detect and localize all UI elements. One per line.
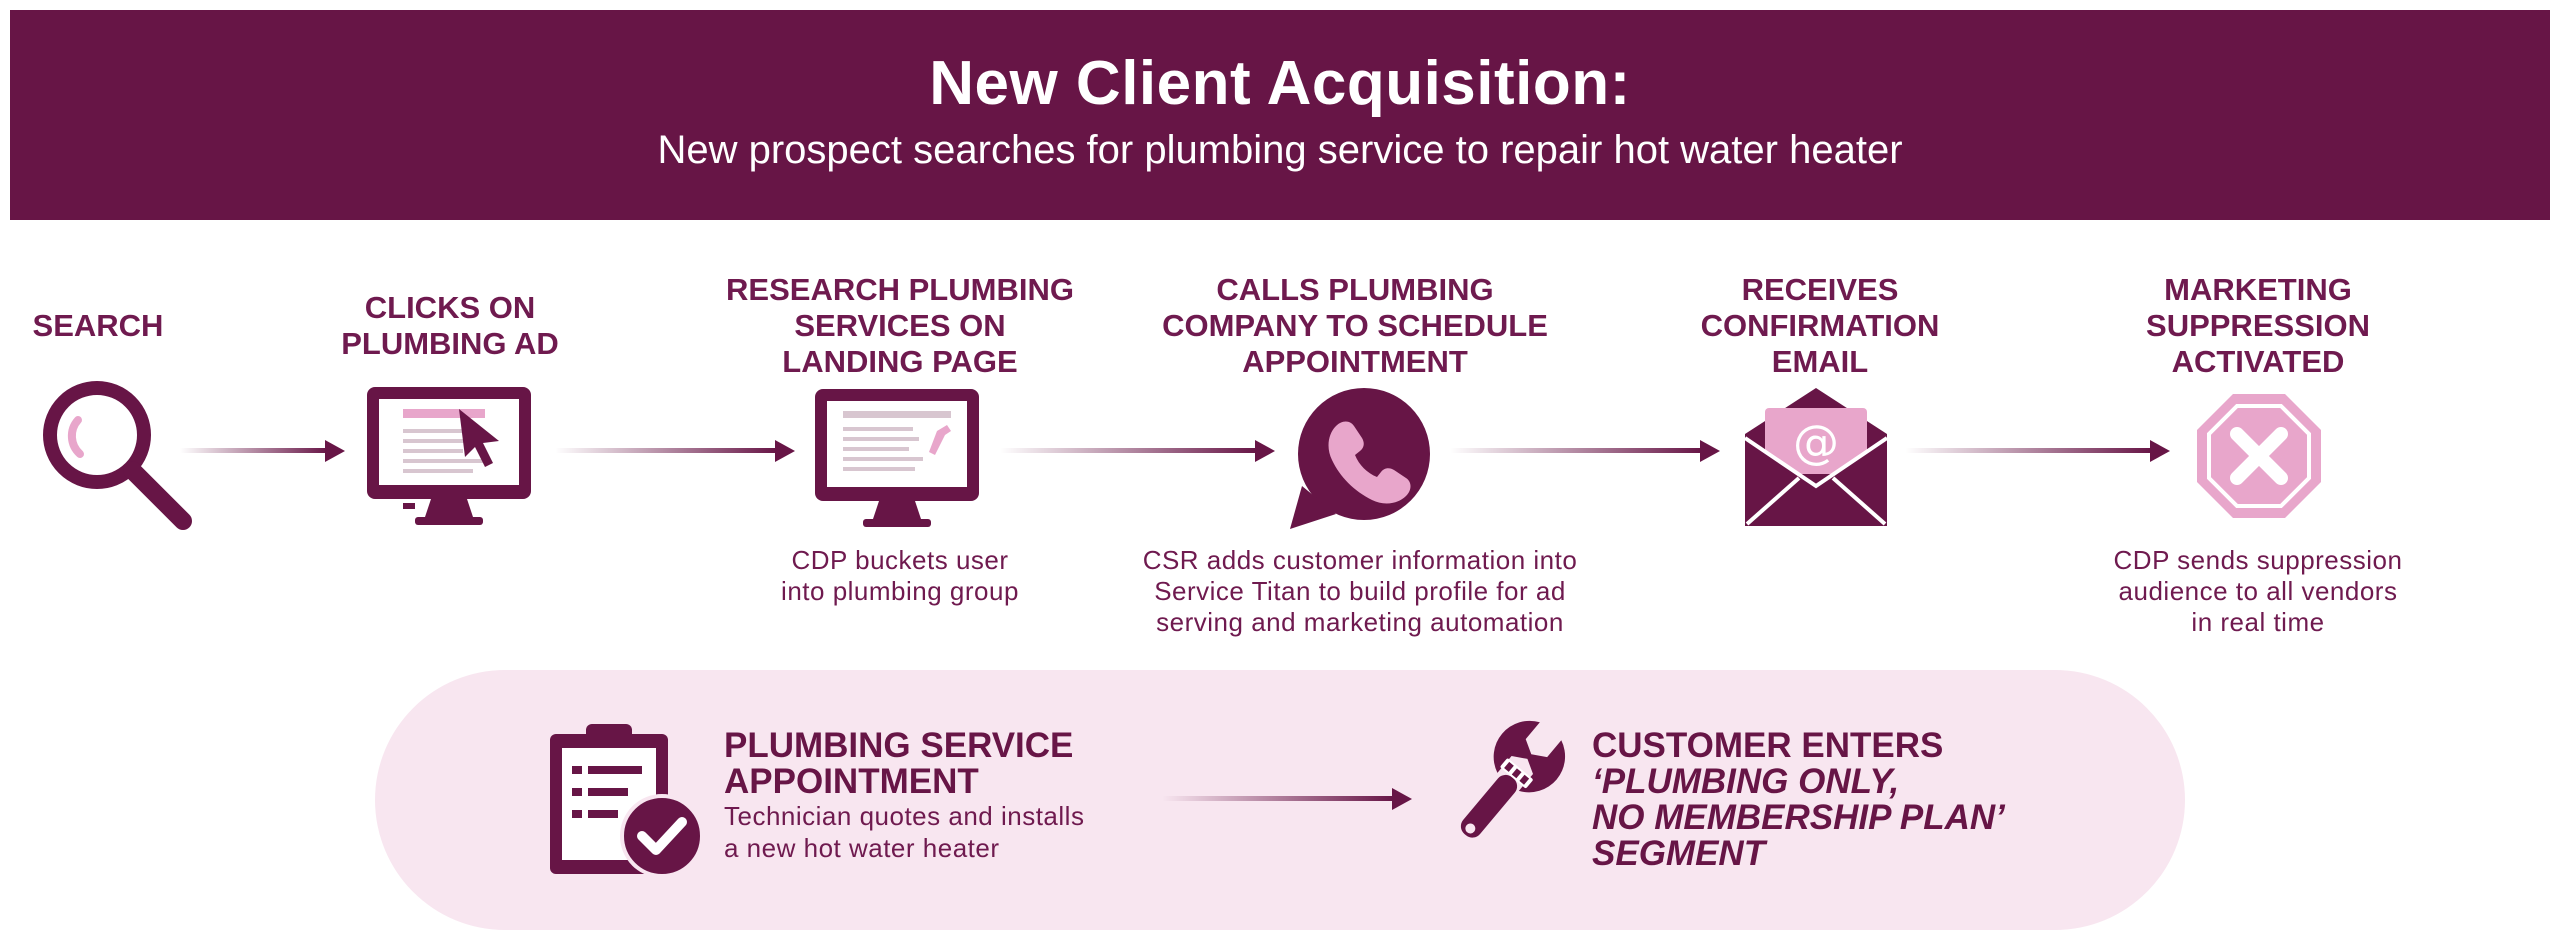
wrench-icon bbox=[1460, 720, 1566, 838]
appointment-description: Technician quotes and installs a new hot… bbox=[724, 801, 1085, 863]
monitor-ad-cursor-icon bbox=[367, 387, 531, 525]
arrow-email-to-suppression bbox=[1905, 440, 2170, 462]
envelope-at-icon: @ bbox=[1743, 388, 1889, 526]
arrow-search-to-ad bbox=[180, 440, 345, 462]
arrow-ad-to-research bbox=[555, 440, 795, 462]
appointment-title: PLUMBING SERVICE APPOINTMENT bbox=[724, 726, 1074, 801]
step-calls-title: CALLS PLUMBING COMPANY TO SCHEDULE APPOI… bbox=[1162, 272, 1548, 379]
segment-title-italic: ‘PLUMBING ONLY, NO MEMBERSHIP PLAN’ SEGM… bbox=[1592, 762, 2005, 873]
page-title: New Client Acquisition: bbox=[929, 49, 1631, 118]
arrow-call-to-email bbox=[1450, 440, 1720, 462]
step-calls-description: CSR adds customer information into Servi… bbox=[1142, 545, 1578, 637]
header-banner: New Client Acquisition: New prospect sea… bbox=[10, 10, 2550, 220]
magnifying-glass-icon bbox=[43, 381, 192, 530]
step-suppression-description: CDP sends suppression audience to all ve… bbox=[2113, 545, 2403, 637]
step-search-title: SEARCH bbox=[32, 308, 164, 343]
step-research-description: CDP buckets user into plumbing group bbox=[781, 545, 1019, 606]
stop-x-octagon-icon bbox=[2197, 394, 2321, 518]
segment-title-line1: CUSTOMER ENTERS bbox=[1592, 726, 1944, 765]
monitor-landing-page-icon bbox=[815, 389, 979, 527]
step-email-title: RECEIVES CONFIRMATION EMAIL bbox=[1700, 272, 1940, 379]
step-clicks-ad-title: CLICKS ON PLUMBING AD bbox=[341, 290, 559, 361]
page-subtitle: New prospect searches for plumbing servi… bbox=[657, 128, 1903, 172]
arrow-research-to-call bbox=[1000, 440, 1275, 462]
clipboard-check-icon bbox=[550, 724, 704, 878]
phone-bubble-icon bbox=[1290, 388, 1430, 529]
svg-text:@: @ bbox=[1793, 415, 1839, 469]
step-research-title: RESEARCH PLUMBING SERVICES ON LANDING PA… bbox=[726, 272, 1074, 379]
step-suppression-title: MARKETING SUPPRESSION ACTIVATED bbox=[2146, 272, 2370, 379]
arrow-appointment-to-segment bbox=[1162, 788, 1412, 810]
